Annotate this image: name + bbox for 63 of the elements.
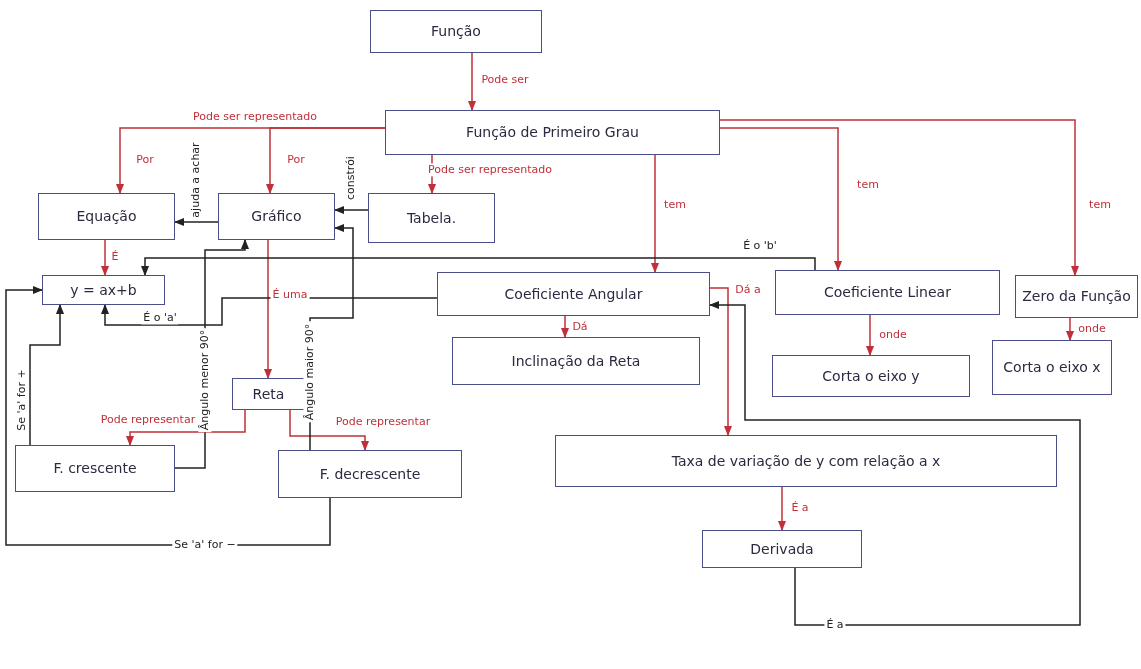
concept-box — [1015, 275, 1138, 318]
arrow — [125, 409, 246, 447]
edge-label: Ângulo menor 90° — [198, 327, 212, 433]
concept-box — [38, 193, 175, 240]
concept-text: Inclinação da Reta — [511, 352, 641, 370]
concept-box — [775, 270, 1000, 315]
arrow — [650, 154, 660, 274]
edge-label: Ângulo maior 90° — [303, 321, 317, 423]
arrow — [719, 127, 843, 272]
arrow — [560, 315, 570, 339]
arrow — [29, 303, 65, 446]
concept-text: Tabela. — [406, 209, 457, 227]
edge-label: Pode representar — [98, 413, 198, 427]
concept-text: Taxa de variação de y com relação a x — [671, 452, 941, 470]
concept-text: Função de Primeiro Grau — [466, 124, 639, 141]
edge-label: É o 'a' — [141, 311, 179, 325]
concept-box — [992, 340, 1112, 395]
arrow — [708, 300, 1081, 626]
concept-box — [218, 193, 335, 240]
concept-text: Derivada — [750, 540, 814, 558]
concept-box — [772, 355, 970, 397]
arrow — [1065, 317, 1075, 342]
concept-text: Zero da Função — [1022, 288, 1131, 305]
concept-text: F. decrescente — [319, 465, 421, 483]
arrow — [5, 285, 331, 546]
edge-label: Pode representar — [333, 415, 433, 429]
concept-box — [15, 445, 175, 492]
concept-box — [42, 275, 165, 305]
arrow — [865, 314, 875, 357]
concept-text: y = ax+b — [70, 281, 137, 299]
concept-text: Função — [431, 23, 481, 40]
arrow — [265, 127, 386, 195]
concept-box — [452, 337, 700, 385]
concept-text: F. crescente — [53, 460, 137, 477]
concept-box — [368, 193, 495, 243]
arrow — [333, 205, 369, 215]
arrow — [719, 119, 1080, 277]
arrow — [467, 52, 477, 112]
arrow — [100, 239, 110, 277]
arrow — [709, 287, 733, 437]
concept-text: Coeficiente Angular — [504, 285, 643, 303]
note-text: Pode ser representado — [192, 110, 318, 124]
concept-box — [370, 10, 542, 53]
concept-box — [437, 272, 710, 316]
concept-box — [555, 435, 1057, 487]
arrow — [173, 217, 219, 227]
concept-box — [278, 450, 462, 498]
edge-label: ajuda a achar — [189, 140, 203, 220]
edge-label: É uma — [270, 288, 310, 302]
arrow — [100, 297, 438, 326]
concept-box — [385, 110, 720, 155]
concept-text: Gráfico — [251, 208, 302, 225]
arrow — [263, 239, 273, 380]
concept-text: Corta o eixo x — [1003, 359, 1101, 376]
concept-box — [232, 378, 305, 410]
arrow — [777, 486, 787, 532]
concept-text: Equação — [76, 208, 137, 225]
concept-text: Coeficiente Linear — [824, 284, 951, 301]
concept-box — [702, 530, 862, 568]
concept-text: Corta o eixo y — [822, 367, 920, 385]
concept-text: Reta — [252, 385, 285, 403]
arrow — [289, 409, 370, 452]
arrow — [140, 257, 816, 277]
